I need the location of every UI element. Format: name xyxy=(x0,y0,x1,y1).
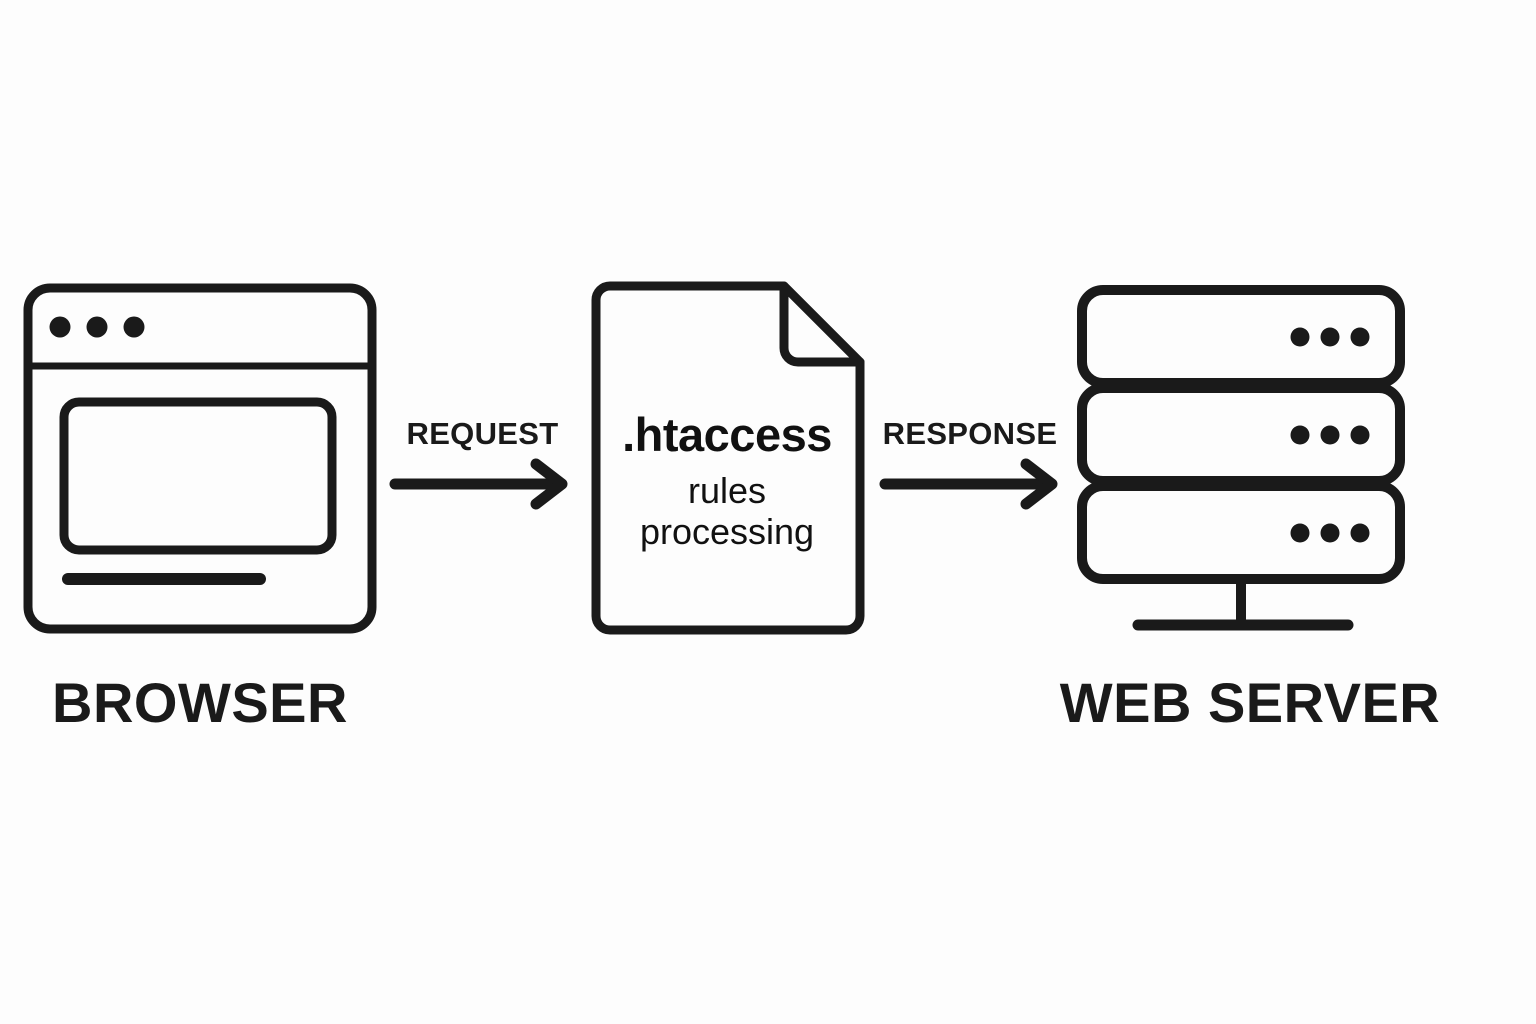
server-indicator-dot-icon xyxy=(1320,327,1340,347)
arrow-right-icon xyxy=(389,458,568,510)
server-indicator-dot-icon xyxy=(1290,327,1310,347)
server-indicator-dot-icon xyxy=(1290,523,1310,543)
request-arrow xyxy=(389,458,580,510)
server-indicator-dot-icon xyxy=(1320,523,1340,543)
browser-window-icon xyxy=(23,283,377,634)
htaccess-node xyxy=(588,278,868,648)
response-edge-label: RESPONSE xyxy=(882,416,1058,451)
server-indicator-dot-icon xyxy=(1350,523,1370,543)
document-text-block: .htaccess rules processing xyxy=(596,410,858,552)
server-rack-icon xyxy=(1077,285,1405,631)
browser-frame xyxy=(23,283,377,634)
server-indicator-dot-icon xyxy=(1350,327,1370,347)
browser-dot-icon xyxy=(86,316,108,338)
browser-viewport xyxy=(59,397,337,555)
document-fold-corner xyxy=(779,281,865,367)
browser-caption-label: BROWSER xyxy=(52,671,348,734)
request-edge-label: REQUEST xyxy=(406,416,559,451)
browser-node xyxy=(20,280,380,640)
server-indicator-dot-icon xyxy=(1320,425,1340,445)
document-page-outline xyxy=(591,281,865,635)
arrow-right-icon xyxy=(879,458,1058,510)
browser-dot-icon xyxy=(49,316,71,338)
browser-dot-icon xyxy=(123,316,145,338)
webserver-caption-label: WEB SERVER xyxy=(1059,671,1441,734)
document-file-icon xyxy=(591,281,865,635)
server-indicator-dot-icon xyxy=(1350,425,1370,445)
document-title: .htaccess xyxy=(622,408,832,461)
server-indicator-dot-icon xyxy=(1290,425,1310,445)
arrow-head xyxy=(530,458,568,510)
webserver-node xyxy=(1070,280,1420,640)
document-subtitle: rules processing xyxy=(639,470,815,552)
arrow-head xyxy=(1020,458,1058,510)
response-arrow xyxy=(879,458,1070,510)
